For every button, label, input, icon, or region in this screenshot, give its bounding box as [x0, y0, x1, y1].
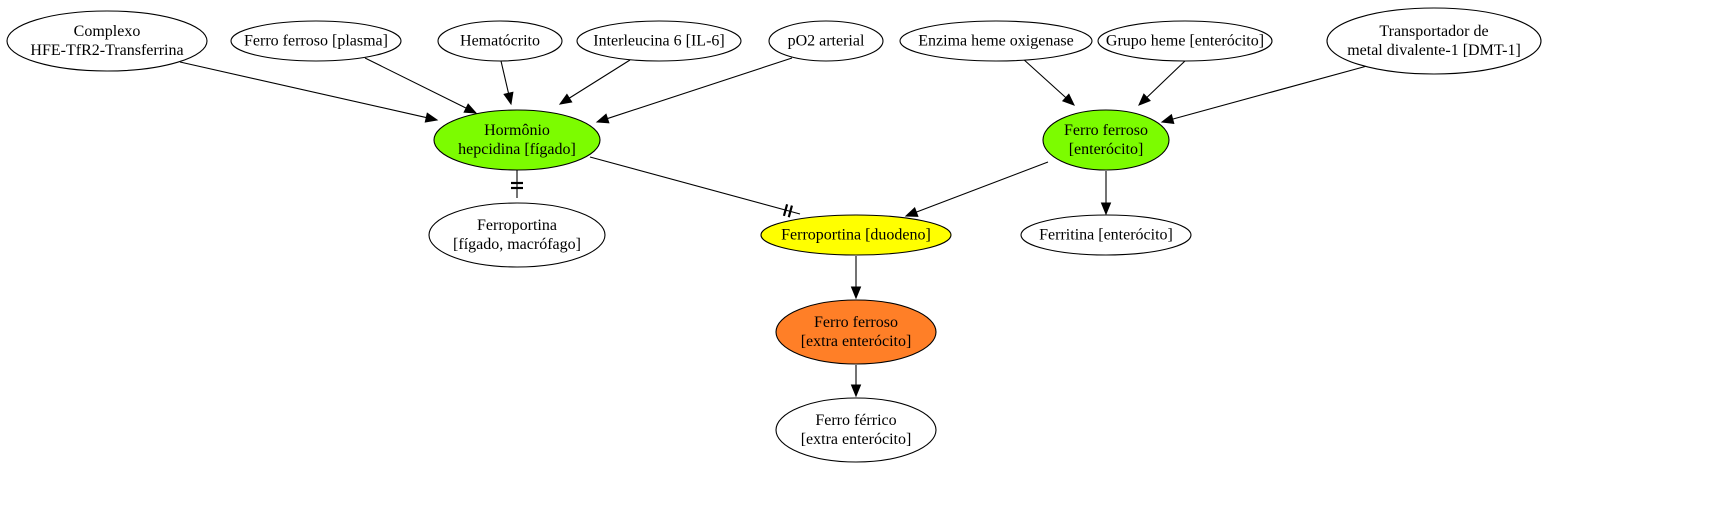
node-label: HFE-TfR2-Transferrina	[30, 42, 183, 59]
node-label: Ferro férrico	[815, 412, 896, 429]
edge-hepcidina-to-ferroportina_figado	[511, 170, 523, 198]
arrowhead	[503, 91, 514, 106]
edge-ferroportina_duodeno-to-ferro_extra	[850, 256, 862, 300]
node-ellipse	[576, 20, 742, 62]
node-ferroportina-duodeno: Ferroportina [duodeno]	[760, 214, 952, 256]
node-label: hepcidina [fígado]	[458, 141, 576, 158]
inhibition-bar	[782, 203, 789, 217]
edge-line	[607, 57, 793, 120]
edge-grupo_heme-to-ferro_enterocito	[1138, 59, 1187, 106]
edge-line	[569, 59, 631, 99]
node-po2: pO2 arterial	[768, 20, 884, 62]
node-ferroportina-figado: Ferroportina [fígado, macrófago]	[428, 202, 606, 268]
node-ellipse	[1020, 214, 1192, 256]
node-ellipse	[437, 20, 563, 62]
edge-line	[179, 61, 427, 119]
node-ellipse	[6, 10, 208, 72]
node-label: [enterócito]	[1069, 141, 1144, 158]
node-ferro-enterocito: Ferro ferroso [enterócito]	[1042, 109, 1170, 171]
node-ellipse	[433, 109, 601, 171]
edge-il6-to-hepcidina	[558, 59, 631, 105]
node-ellipse	[428, 202, 606, 268]
edge-po2-to-hepcidina	[595, 57, 793, 124]
edge-dmt1-to-ferro_enterocito	[1160, 65, 1368, 125]
arrowhead	[1160, 113, 1175, 125]
node-ellipse	[1326, 7, 1542, 75]
edges-layer	[179, 57, 1368, 398]
node-ferro-extra: Ferro ferroso [extra enterócito]	[775, 299, 937, 365]
edge-line	[589, 156, 801, 215]
node-ellipse	[1042, 109, 1170, 171]
node-label: Ferro ferroso	[814, 314, 898, 331]
node-label: [extra enterócito]	[801, 431, 912, 448]
inhibition-bar	[787, 205, 793, 218]
arrowhead	[1138, 93, 1151, 106]
edge-ferro_extra-to-ferro_ferrico	[850, 365, 862, 398]
edge-line	[500, 60, 510, 94]
arrowhead	[595, 113, 610, 124]
edge-line	[364, 57, 467, 109]
arrowhead	[850, 286, 862, 300]
node-dmt1: Transportador de metal divalente-1 [DMT-1…	[1326, 7, 1542, 75]
node-label: Ferroportina	[477, 217, 557, 234]
node-hematocrito: Hematócrito	[437, 20, 563, 62]
edge-hfe-to-hepcidina	[179, 61, 439, 123]
node-ellipse	[899, 20, 1093, 62]
node-il6: Interleucina 6 [IL-6]	[576, 20, 742, 62]
node-grupo-heme: Grupo heme [enterócito]	[1097, 20, 1273, 62]
node-label: Complexo	[74, 23, 141, 40]
node-label: Enzima heme oxigenase	[918, 33, 1074, 50]
edge-ferro_plasma-to-hepcidina	[364, 57, 478, 114]
node-ferritina: Ferritina [enterócito]	[1020, 214, 1192, 256]
node-label: [extra enterócito]	[801, 333, 912, 350]
node-ellipse	[760, 214, 952, 256]
node-label: Ferro ferroso	[1064, 122, 1148, 139]
arrowhead	[1100, 202, 1112, 216]
node-ellipse	[768, 20, 884, 62]
node-label: Ferroportina [duodeno]	[781, 227, 931, 244]
arrowhead	[1061, 93, 1075, 106]
arrowhead	[850, 384, 862, 398]
edge-line	[1146, 59, 1187, 98]
node-ferro-plasma: Ferro ferroso [plasma]	[230, 20, 402, 62]
edge-line	[1021, 57, 1067, 99]
node-label: metal divalente-1 [DMT-1]	[1347, 42, 1521, 59]
edge-ferro_enterocito-to-ferritina	[1100, 171, 1112, 216]
node-label: Ferritina [enterócito]	[1039, 227, 1173, 244]
node-label: Interleucina 6 [IL-6]	[593, 33, 724, 50]
edge-hematocrito-to-hepcidina	[500, 60, 514, 106]
edge-line	[916, 161, 1049, 213]
node-label: Transportador de	[1379, 23, 1488, 40]
node-hepcidina: Hormônio hepcidina [fígado]	[433, 109, 601, 171]
node-ellipse	[230, 20, 402, 62]
node-ferro-ferrico: Ferro férrico [extra enterócito]	[775, 397, 937, 463]
edge-line	[1172, 65, 1368, 120]
node-ellipse	[775, 299, 937, 365]
node-heme-oxigenase: Enzima heme oxigenase	[899, 20, 1093, 62]
node-ellipse	[1097, 20, 1273, 62]
node-label: Ferro ferroso [plasma]	[244, 33, 388, 50]
node-ellipse	[775, 397, 937, 463]
arrowhead	[558, 93, 573, 105]
node-label: Hematócrito	[460, 33, 540, 50]
node-label: pO2 arterial	[788, 33, 865, 50]
arrowhead	[904, 207, 919, 217]
edge-hepcidina-to-ferroportina_duodeno	[589, 156, 801, 218]
arrowhead	[424, 112, 439, 123]
edge-ferro_enterocito-to-ferroportina_duodeno	[904, 161, 1049, 217]
arrowhead	[463, 103, 478, 114]
edge-heme_oxigenase-to-ferro_enterocito	[1021, 57, 1075, 106]
node-label: Hormônio	[484, 122, 550, 139]
node-label: Grupo heme [enterócito]	[1106, 33, 1264, 50]
node-label: [fígado, macrófago]	[453, 236, 581, 253]
